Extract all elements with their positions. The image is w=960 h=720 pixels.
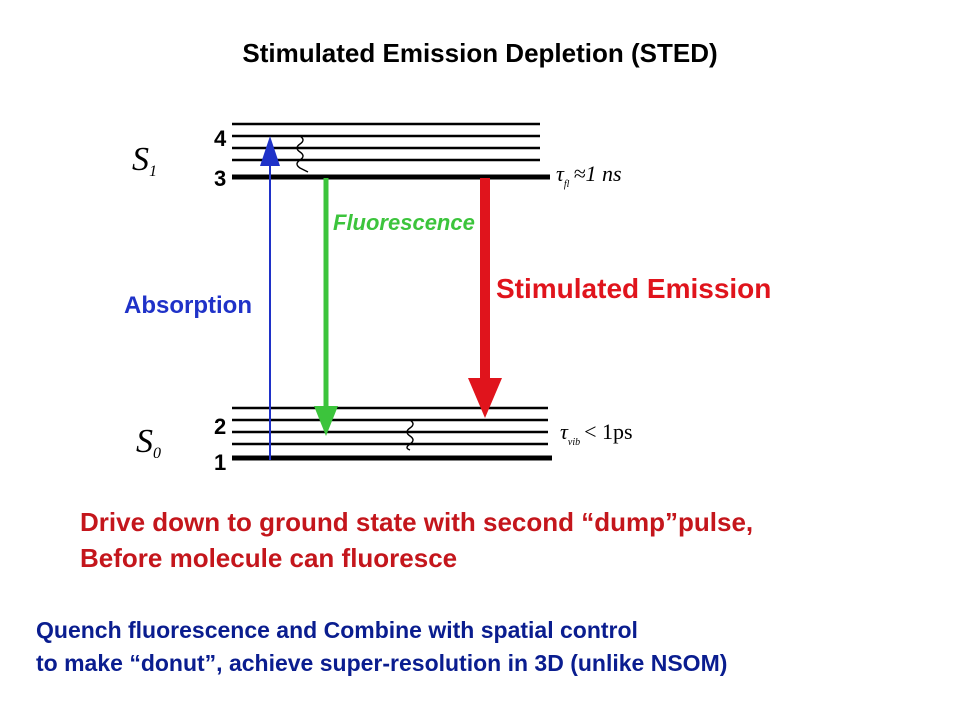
fluorescence-arrowhead-icon — [314, 406, 338, 436]
s0-levels — [232, 406, 552, 461]
absorption-arrowhead-icon — [260, 136, 280, 166]
level-number-4: 4 — [214, 126, 227, 151]
caption-line: Drive down to ground state with second “… — [80, 507, 754, 537]
vibrational-relaxation-squiggle-icon — [296, 135, 309, 173]
stimulated-emission-label: Stimulated Emission — [496, 273, 771, 304]
absorption-label: Absorption — [124, 292, 252, 319]
s0-lifetime-label: τvib< 1ps — [560, 419, 633, 448]
caption-line: Quench fluorescence and Combine with spa… — [36, 617, 638, 643]
level-number-1: 1 — [214, 450, 226, 475]
dump-pulse-caption: Drive down to ground state with second “… — [80, 504, 753, 576]
fluorescence-label: Fluorescence — [333, 210, 475, 235]
page-title: Stimulated Emission Depletion (STED) — [242, 38, 718, 68]
vibrational-relaxation-squiggle-icon — [406, 419, 414, 451]
caption-line: to make “donut”, achieve super-resolutio… — [36, 650, 728, 676]
s0-label: S0 — [136, 423, 161, 462]
s1-label: S1 — [132, 141, 157, 180]
level-number-3: 3 — [214, 166, 226, 191]
donut-caption: Quench fluorescence and Combine with spa… — [36, 614, 727, 680]
level-number-2: 2 — [214, 414, 226, 439]
stimulated-emission-arrowhead-icon — [468, 378, 502, 418]
s1-lifetime-label: τfl≈1 ns — [556, 161, 622, 190]
s1-levels — [232, 122, 550, 180]
caption-line: Before molecule can fluoresce — [80, 543, 458, 573]
